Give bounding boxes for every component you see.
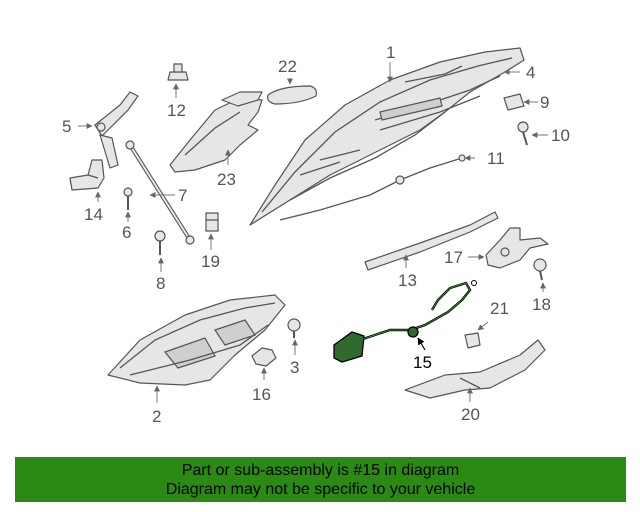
- release-cable-part-15: [333, 280, 477, 363]
- callout-1: 1: [386, 43, 395, 62]
- hood-insulator: [107, 294, 286, 386]
- clip-21: [464, 332, 481, 349]
- bolt-10: [517, 121, 529, 146]
- hood-strut: [125, 140, 195, 245]
- callout-23: 23: [217, 170, 236, 189]
- lock-assembly: [485, 227, 549, 269]
- release-handle: [221, 85, 317, 107]
- callout-9: 9: [540, 93, 549, 112]
- lower-panel: [404, 339, 546, 399]
- prop-rod: [279, 154, 466, 221]
- callout-21: 21: [490, 299, 509, 318]
- callout-10: 10: [551, 126, 570, 145]
- hood-panel: [249, 47, 525, 226]
- bolt-8: [154, 230, 166, 255]
- latch-bracket: [69, 159, 105, 191]
- bolt-18: [533, 258, 547, 281]
- banner-line-2: Diagram may not be specific to your vehi…: [165, 481, 476, 498]
- callout-6: 6: [122, 223, 131, 242]
- callout-13: 13: [398, 271, 417, 290]
- callout-11: 11: [487, 149, 505, 168]
- bolt-6: [123, 187, 133, 210]
- callout-16: 16: [252, 385, 271, 404]
- leader-lines: [78, 62, 548, 403]
- latch-9: [503, 93, 525, 111]
- clip-12: [167, 63, 189, 81]
- parts-diagram: 1 4 5 9 10 12 22 23 11 7 6 14 8 19 13 17…: [62, 43, 570, 426]
- callout-labels: 1 4 5 9 10 12 22 23 11 7 6 14 8 19 13 17…: [62, 43, 570, 426]
- callout-22: 22: [278, 57, 297, 76]
- insulator-pad: [169, 97, 263, 173]
- info-banner: Part or sub-assembly is #15 in diagram D…: [15, 457, 626, 502]
- callout-2: 2: [152, 407, 161, 426]
- callout-18: 18: [532, 295, 551, 314]
- callout-5: 5: [62, 117, 71, 136]
- clip-3: [287, 318, 301, 338]
- callout-4: 4: [526, 63, 535, 82]
- banner-line-1: Part or sub-assembly is #15 in diagram: [181, 462, 460, 479]
- callout-19: 19: [201, 252, 220, 271]
- callout-8: 8: [156, 274, 165, 293]
- callout-15: 15: [413, 353, 432, 372]
- callout-3: 3: [290, 358, 299, 377]
- callout-20: 20: [461, 405, 480, 424]
- callout-14: 14: [84, 205, 103, 224]
- clip-16: [251, 347, 277, 367]
- callout-7: 7: [178, 186, 187, 205]
- callout-17: 17: [444, 248, 463, 267]
- weatherstrip: [364, 211, 499, 271]
- hood-hinge: [94, 91, 139, 169]
- bumper-19: [205, 212, 219, 232]
- callout-12: 12: [167, 101, 186, 120]
